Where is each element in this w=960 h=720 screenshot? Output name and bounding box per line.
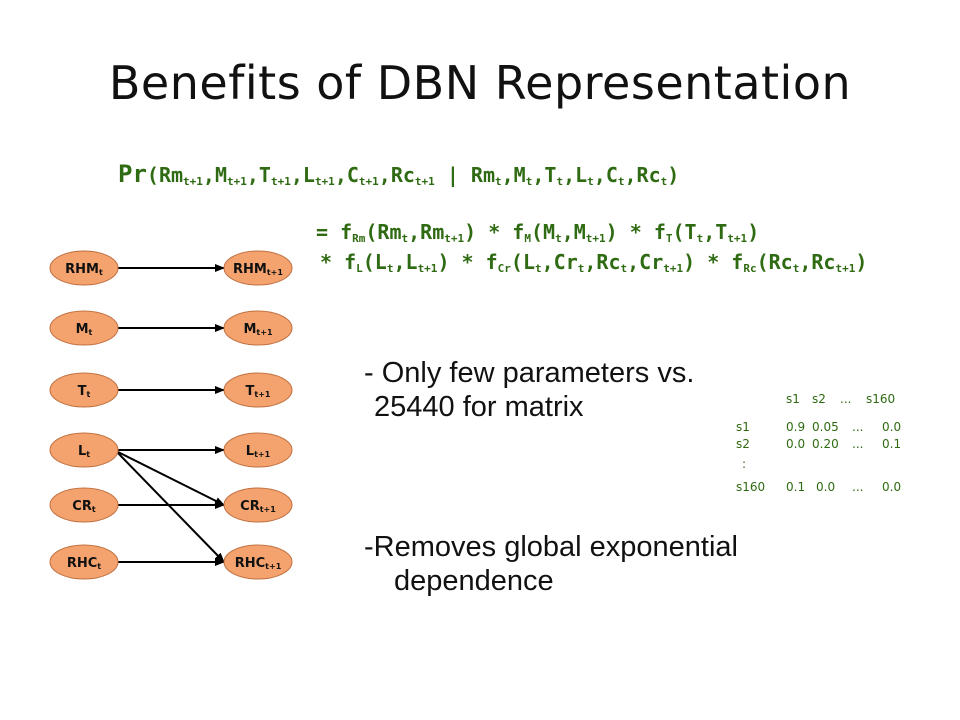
- factorization-line-2: * fL(Lt,Lt+1) * fCr(Lt,Crt,Rct,Crt+1) * …: [320, 250, 868, 275]
- dbn-node-label: RHMt: [65, 262, 103, 277]
- dbn-node-ellipse: [49, 544, 119, 580]
- matrix-cell: ...: [852, 480, 864, 494]
- dbn-node-ellipse: [49, 250, 119, 286]
- dbn-node-left-m: Mt: [49, 310, 119, 346]
- dbn-edge: [115, 450, 225, 563]
- dbn-node-ellipse: [49, 487, 119, 523]
- dbn-node-right-rhc: RHCt+1: [223, 544, 293, 580]
- dbn-node-ellipse: [49, 432, 119, 468]
- dbn-node-label: Lt: [78, 444, 90, 459]
- dbn-node-ellipse: [223, 250, 293, 286]
- matrix-row-header-s2: s2: [736, 437, 750, 451]
- dbn-node-label: Mt+1: [243, 322, 272, 337]
- dbn-node-label: Tt+1: [246, 384, 271, 399]
- dbn-node-left-t: Tt: [49, 372, 119, 408]
- matrix-cell: 0.1: [786, 480, 806, 494]
- matrix-cell: 0.0: [816, 480, 836, 494]
- dbn-node-label: RHMt+1: [233, 262, 283, 277]
- dbn-node-right-m: Mt+1: [223, 310, 293, 346]
- matrix-cell: 0.0: [882, 480, 902, 494]
- dbn-node-label: Tt: [78, 384, 91, 399]
- probability-expression: Pr(Rmt+1,Mt+1,Tt+1,Lt+1,Ct+1,Rct+1 | Rmt…: [118, 160, 680, 188]
- bullet-exponential-line-1: -Removes global exponential: [364, 531, 738, 563]
- dbn-node-ellipse: [49, 310, 119, 346]
- matrix-cell: 0.20: [812, 437, 839, 451]
- dbn-node-label: RHCt: [67, 556, 101, 571]
- dbn-node-ellipse: [223, 372, 293, 408]
- bullet-exponential-line-2: dependence: [394, 565, 554, 597]
- bullet-parameters-line-1: - Only few parameters vs.: [364, 357, 695, 389]
- bullet-parameters-line-2: 25440 for matrix: [374, 391, 584, 423]
- matrix-cell: 0.9: [786, 420, 806, 434]
- dbn-node-label: CRt: [72, 499, 96, 514]
- dbn-node-left-rhm: RHMt: [49, 250, 119, 286]
- matrix-row-header-dots: :: [742, 457, 747, 471]
- dbn-node-label: RHCt+1: [235, 556, 282, 571]
- dbn-node-left-l: Lt: [49, 432, 119, 468]
- dbn-node-ellipse: [223, 310, 293, 346]
- matrix-cell: 0.05: [812, 420, 839, 434]
- dbn-node-ellipse: [223, 487, 293, 523]
- dbn-node-left-cr: CRt: [49, 487, 119, 523]
- matrix-cell: 0.0: [786, 437, 806, 451]
- matrix-cell: 0.1: [882, 437, 902, 451]
- dbn-node-right-l: Lt+1: [223, 432, 293, 468]
- dbn-edge: [115, 450, 225, 506]
- matrix-row-header-s1: s1: [736, 420, 750, 434]
- dbn-node-ellipse: [49, 372, 119, 408]
- dbn-node-right-rhm: RHMt+1: [223, 250, 293, 286]
- dbn-node-ellipse: [223, 544, 293, 580]
- dbn-node-right-t: Tt+1: [223, 372, 293, 408]
- matrix-cell: 0.0: [882, 420, 902, 434]
- dbn-node-label: CRt+1: [240, 499, 276, 514]
- dbn-node-left-rhc: RHCt: [49, 544, 119, 580]
- matrix-cell: ...: [852, 420, 864, 434]
- slide-title: Benefits of DBN Representation: [108, 56, 852, 110]
- matrix-col-header-s1: s1: [786, 392, 800, 406]
- matrix-row-header-s160: s160: [736, 480, 766, 494]
- dbn-node-ellipse: [223, 432, 293, 468]
- dbn-node-label: Lt+1: [246, 444, 271, 459]
- bullet-exponential: -Removes global exponential dependence: [364, 530, 738, 598]
- matrix-col-header-s160: s160: [866, 392, 896, 406]
- factorization-line-1: = fRm(Rmt,Rmt+1) * fM(Mt,Mt+1) * fT(Tt,T…: [316, 220, 760, 245]
- dbn-node-right-cr: CRt+1: [223, 487, 293, 523]
- matrix-col-header-ellipsis: ...: [840, 392, 852, 406]
- bullet-parameters: - Only few parameters vs. 25440 for matr…: [364, 356, 694, 424]
- matrix-cell: ...: [852, 437, 864, 451]
- matrix-col-header-s2: s2: [812, 392, 826, 406]
- dbn-node-label: Mt: [76, 322, 93, 337]
- dbn-edges: [115, 264, 225, 566]
